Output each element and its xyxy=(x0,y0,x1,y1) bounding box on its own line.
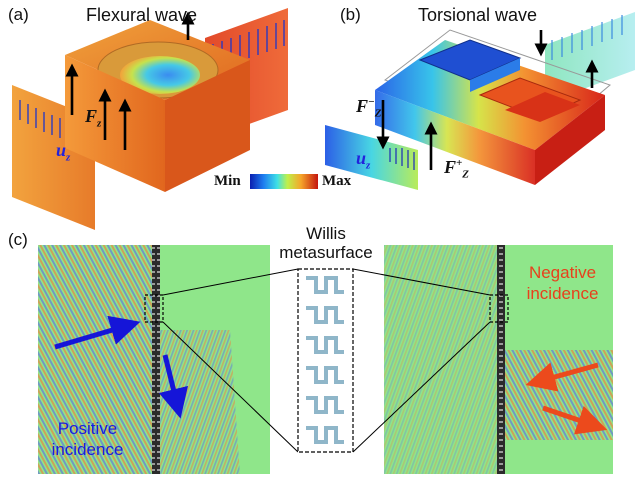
panel-c-negative-reflected-arrow xyxy=(542,405,608,435)
panel-b-tag: (b) xyxy=(340,5,361,24)
positive-incidence-line2: incidence xyxy=(51,440,124,459)
panel-a-tag: (a) xyxy=(8,5,29,24)
panel-c-positive-transmitted-arrow xyxy=(158,354,189,419)
panel-c-left-metasurface-strip xyxy=(152,245,160,474)
panel-a-disp-symbol: u xyxy=(56,140,67,160)
panel-b-right-plate-arrows xyxy=(551,15,623,60)
metasurface-label-line1: Willis xyxy=(306,224,346,243)
negative-incidence-line1: Negative xyxy=(528,263,597,282)
panel-a-illustration xyxy=(12,8,288,230)
positive-incidence-line1: Positive xyxy=(57,419,118,438)
panel-b-displacement-label: uz xyxy=(356,148,370,172)
panel-b-force-plus-sub: Z xyxy=(462,168,470,181)
panel-c-arrows xyxy=(54,315,608,435)
panel-b-disp-sub: z xyxy=(366,159,371,172)
panel-c-right-zoom-box xyxy=(489,294,509,323)
panel-b-force-plus-sup: + xyxy=(456,157,463,169)
negative-incidence-label: Negative incidence xyxy=(515,262,610,304)
colorbar-max-label: Max xyxy=(322,173,352,189)
panel-a-title: Flexural wave xyxy=(86,5,198,25)
panel-c-right-metasurface-strip xyxy=(497,245,505,474)
panel-b-force-arrows xyxy=(376,30,599,170)
panel-c-zoom-lines xyxy=(162,268,491,453)
metasurface-label-line2: metasurface xyxy=(279,243,373,262)
panel-c-negative-incident-arrow xyxy=(525,362,599,392)
panel-b-title: Torsional wave xyxy=(418,5,538,25)
panel-a-cell-front xyxy=(65,55,165,192)
panel-b-left-displacement-plate xyxy=(325,125,418,190)
panel-b-block-left-side xyxy=(470,58,520,92)
negative-incidence-line2: incidence xyxy=(526,284,599,303)
positive-incidence-label: Positive incidence xyxy=(40,418,135,460)
panel-b-block-right-2 xyxy=(505,92,580,122)
panel-b-force-minus-label: F−Z xyxy=(356,96,381,120)
panel-b-force-minus-sup: − xyxy=(368,96,375,108)
panel-b-force-minus-symbol: F xyxy=(356,96,369,116)
panel-c-left-zoom-box xyxy=(144,294,164,323)
panel-c-tag: (c) xyxy=(8,230,28,249)
panel-c-metasurface-inset xyxy=(297,268,354,453)
panel-a-force-symbol: F xyxy=(85,106,98,126)
colorbar xyxy=(250,174,318,189)
panel-c-right-field xyxy=(384,245,613,474)
panel-c-left-field xyxy=(38,245,270,474)
panel-a-disp-sub: z xyxy=(66,151,71,164)
panel-a-force-sub: z xyxy=(97,117,102,130)
panel-a-cell-side xyxy=(165,60,250,192)
panel-b-cell-side xyxy=(535,95,605,185)
panel-a-force-arrows xyxy=(65,11,195,150)
panel-b-disp-symbol: u xyxy=(356,148,367,168)
panel-b-left-plate-arrows xyxy=(389,148,415,170)
panel-b-cell-front xyxy=(375,90,535,185)
panel-c-positive-incident-arrow xyxy=(54,315,141,350)
panel-b-illustration xyxy=(325,12,635,190)
panel-b-force-plus-symbol: F xyxy=(444,157,457,177)
panel-b-force-plus-label: F+Z xyxy=(444,157,469,181)
panel-c-meander-cells xyxy=(306,276,344,444)
panel-a-force-label: Fz xyxy=(85,106,101,130)
panel-a-disk xyxy=(120,56,200,94)
panel-a-displacement-label: uz xyxy=(56,140,70,164)
panel-b-force-minus-sub: Z xyxy=(374,107,382,120)
colorbar-min-label: Min xyxy=(214,173,241,189)
metasurface-label: Willis metasurface xyxy=(266,224,386,262)
